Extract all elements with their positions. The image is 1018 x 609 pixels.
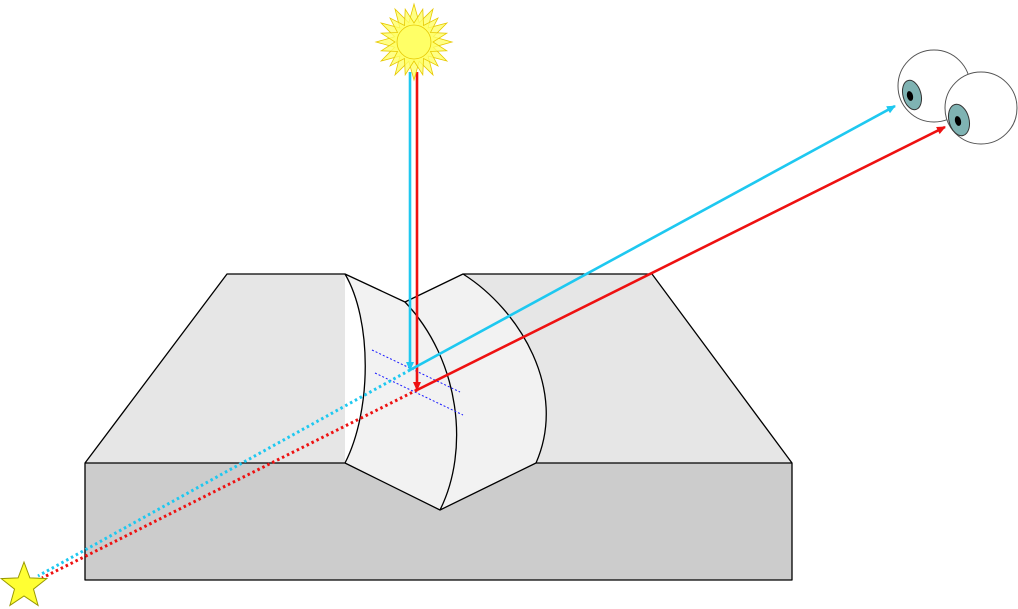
blue-ray-reflected [409,104,896,372]
eyes-icon [897,49,1018,145]
sun-icon [374,2,454,82]
eye-front [944,71,1018,145]
blue-ray-virtual-extension [37,368,411,578]
groove-left-face [345,274,457,510]
groove-right-face [405,274,547,510]
red-ray-virtual-extension [41,388,418,580]
sun-disc [396,24,432,60]
block-outline [84,273,793,581]
block-top-left [85,274,345,463]
block-front-face [85,463,792,580]
virtual-image-star-icon [0,560,49,607]
red-ray-reflected [416,125,946,392]
